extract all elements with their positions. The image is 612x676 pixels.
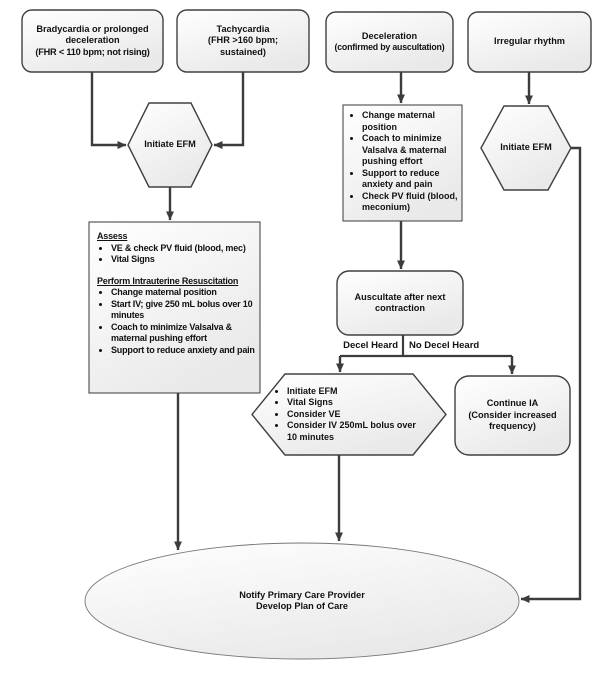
auscultate-node: Auscultate after next contraction <box>337 271 463 335</box>
assess-list: VE & check PV fluid (blood, mec) Vital S… <box>97 243 257 266</box>
resuscitation-list: Change maternal position Start IV; give … <box>97 287 257 356</box>
continue-ia-node-shape <box>454 375 571 456</box>
arrow-tachycardia-to-efm <box>213 72 245 149</box>
resuscitation-heading: Perform Intrauterine Resuscitation <box>97 275 239 286</box>
initiate-efm-right-label: Initiate EFM <box>500 142 552 153</box>
assess-node-shape <box>88 221 261 394</box>
bullet-item: VE & check PV fluid (blood, mec) <box>111 243 257 255</box>
irregular-rhythm-node: Irregular rhythm <box>468 12 591 72</box>
no-decel-heard-label: No Decel Heard <box>409 340 480 351</box>
tachycardia-label: Tachycardia <box>216 23 270 34</box>
bradycardia-node: Bradycardia or prolonged deceleration (F… <box>22 10 163 72</box>
decel-heard-label: Decel Heard <box>343 340 398 351</box>
bullet-item: Support to reduce anxiety and pain <box>362 168 458 191</box>
bullet-item: Vital Signs <box>111 254 257 266</box>
deceleration-label: Deceleration <box>361 30 418 41</box>
bullet-item: Change maternal position <box>362 110 458 133</box>
notify-node: Notify Primary Care Provider Develop Pla… <box>85 543 519 659</box>
bullet-item: Check PV fluid (blood, meconium) <box>362 191 458 214</box>
bullet-item: Initiate EFM <box>287 386 425 398</box>
auscultate-node-shape <box>336 270 464 336</box>
bullet-item: Change maternal position <box>111 287 257 299</box>
irregular-rhythm-label: Irregular rhythm <box>494 36 565 47</box>
continue-ia-label: Continue IA <box>486 398 539 409</box>
arrow-efm-right-to-notify <box>520 146 582 603</box>
irregular-rhythm-node-shape <box>467 11 592 73</box>
initiate-efm-right-hexagon <box>480 105 572 191</box>
efm-actions-list: Initiate EFM Vital Signs Consider VE Con… <box>273 386 425 444</box>
bullet-item: Support to reduce anxiety and pain <box>111 345 257 357</box>
bullet-item: Coach to minimize Valsalva & maternal pu… <box>111 322 257 345</box>
assess-node: Assess VE & check PV fluid (blood, mec) … <box>97 231 257 356</box>
bullet-item: Coach to minimize Valsalva & maternal pu… <box>362 133 458 168</box>
bullet-item: Start IV; give 250 mL bolus over 10 minu… <box>111 299 257 322</box>
deceleration-node: Deceleration (confirmed by auscultation) <box>326 12 453 72</box>
decel-actions-node: Change maternal position Coach to minimi… <box>348 110 458 214</box>
bradycardia-label: Bradycardia or prolonged deceleration <box>36 23 149 46</box>
bradycardia-node-shape <box>21 9 164 73</box>
efm-actions-hexagon <box>251 373 447 456</box>
continue-ia-node: Continue IA (Consider increased frequenc… <box>455 376 570 455</box>
notify-line1: Notify Primary Care Provider <box>239 589 365 600</box>
arrow-bradycardia-to-efm <box>90 72 127 149</box>
initiate-efm-right-node: Initiate EFM <box>481 106 571 190</box>
tachycardia-detail: (FHR >160 bpm; sustained) <box>207 35 279 57</box>
bullet-item: Consider VE <box>287 409 425 421</box>
bullet-item: Consider IV 250mL bolus over 10 minutes <box>287 420 425 443</box>
assess-heading: Assess <box>97 231 128 241</box>
continue-ia-detail: (Consider increased frequency) <box>468 409 557 432</box>
tachycardia-node: Tachycardia (FHR >160 bpm; sustained) <box>177 10 309 72</box>
notify-node-shape <box>84 542 520 660</box>
bradycardia-detail: (FHR < 110 bpm; not rising) <box>35 46 150 57</box>
spacer <box>97 266 257 276</box>
decel-actions-node-shape <box>342 104 463 222</box>
deceleration-detail: (confirmed by auscultation) <box>334 42 445 53</box>
initiate-efm-left-hexagon <box>127 102 213 188</box>
deceleration-node-shape <box>325 11 454 73</box>
initiate-efm-left-node: Initiate EFM <box>128 103 212 187</box>
efm-actions-node: Initiate EFM Vital Signs Consider VE Con… <box>252 374 446 455</box>
initiate-efm-left-label: Initiate EFM <box>144 139 196 150</box>
bullet-item: Vital Signs <box>287 397 425 409</box>
decel-actions-list: Change maternal position Coach to minimi… <box>348 110 458 214</box>
auscultate-label: Auscultate after next contraction <box>354 291 446 314</box>
tachycardia-node-shape <box>176 9 310 73</box>
notify-line2: Develop Plan of Care <box>256 601 348 611</box>
